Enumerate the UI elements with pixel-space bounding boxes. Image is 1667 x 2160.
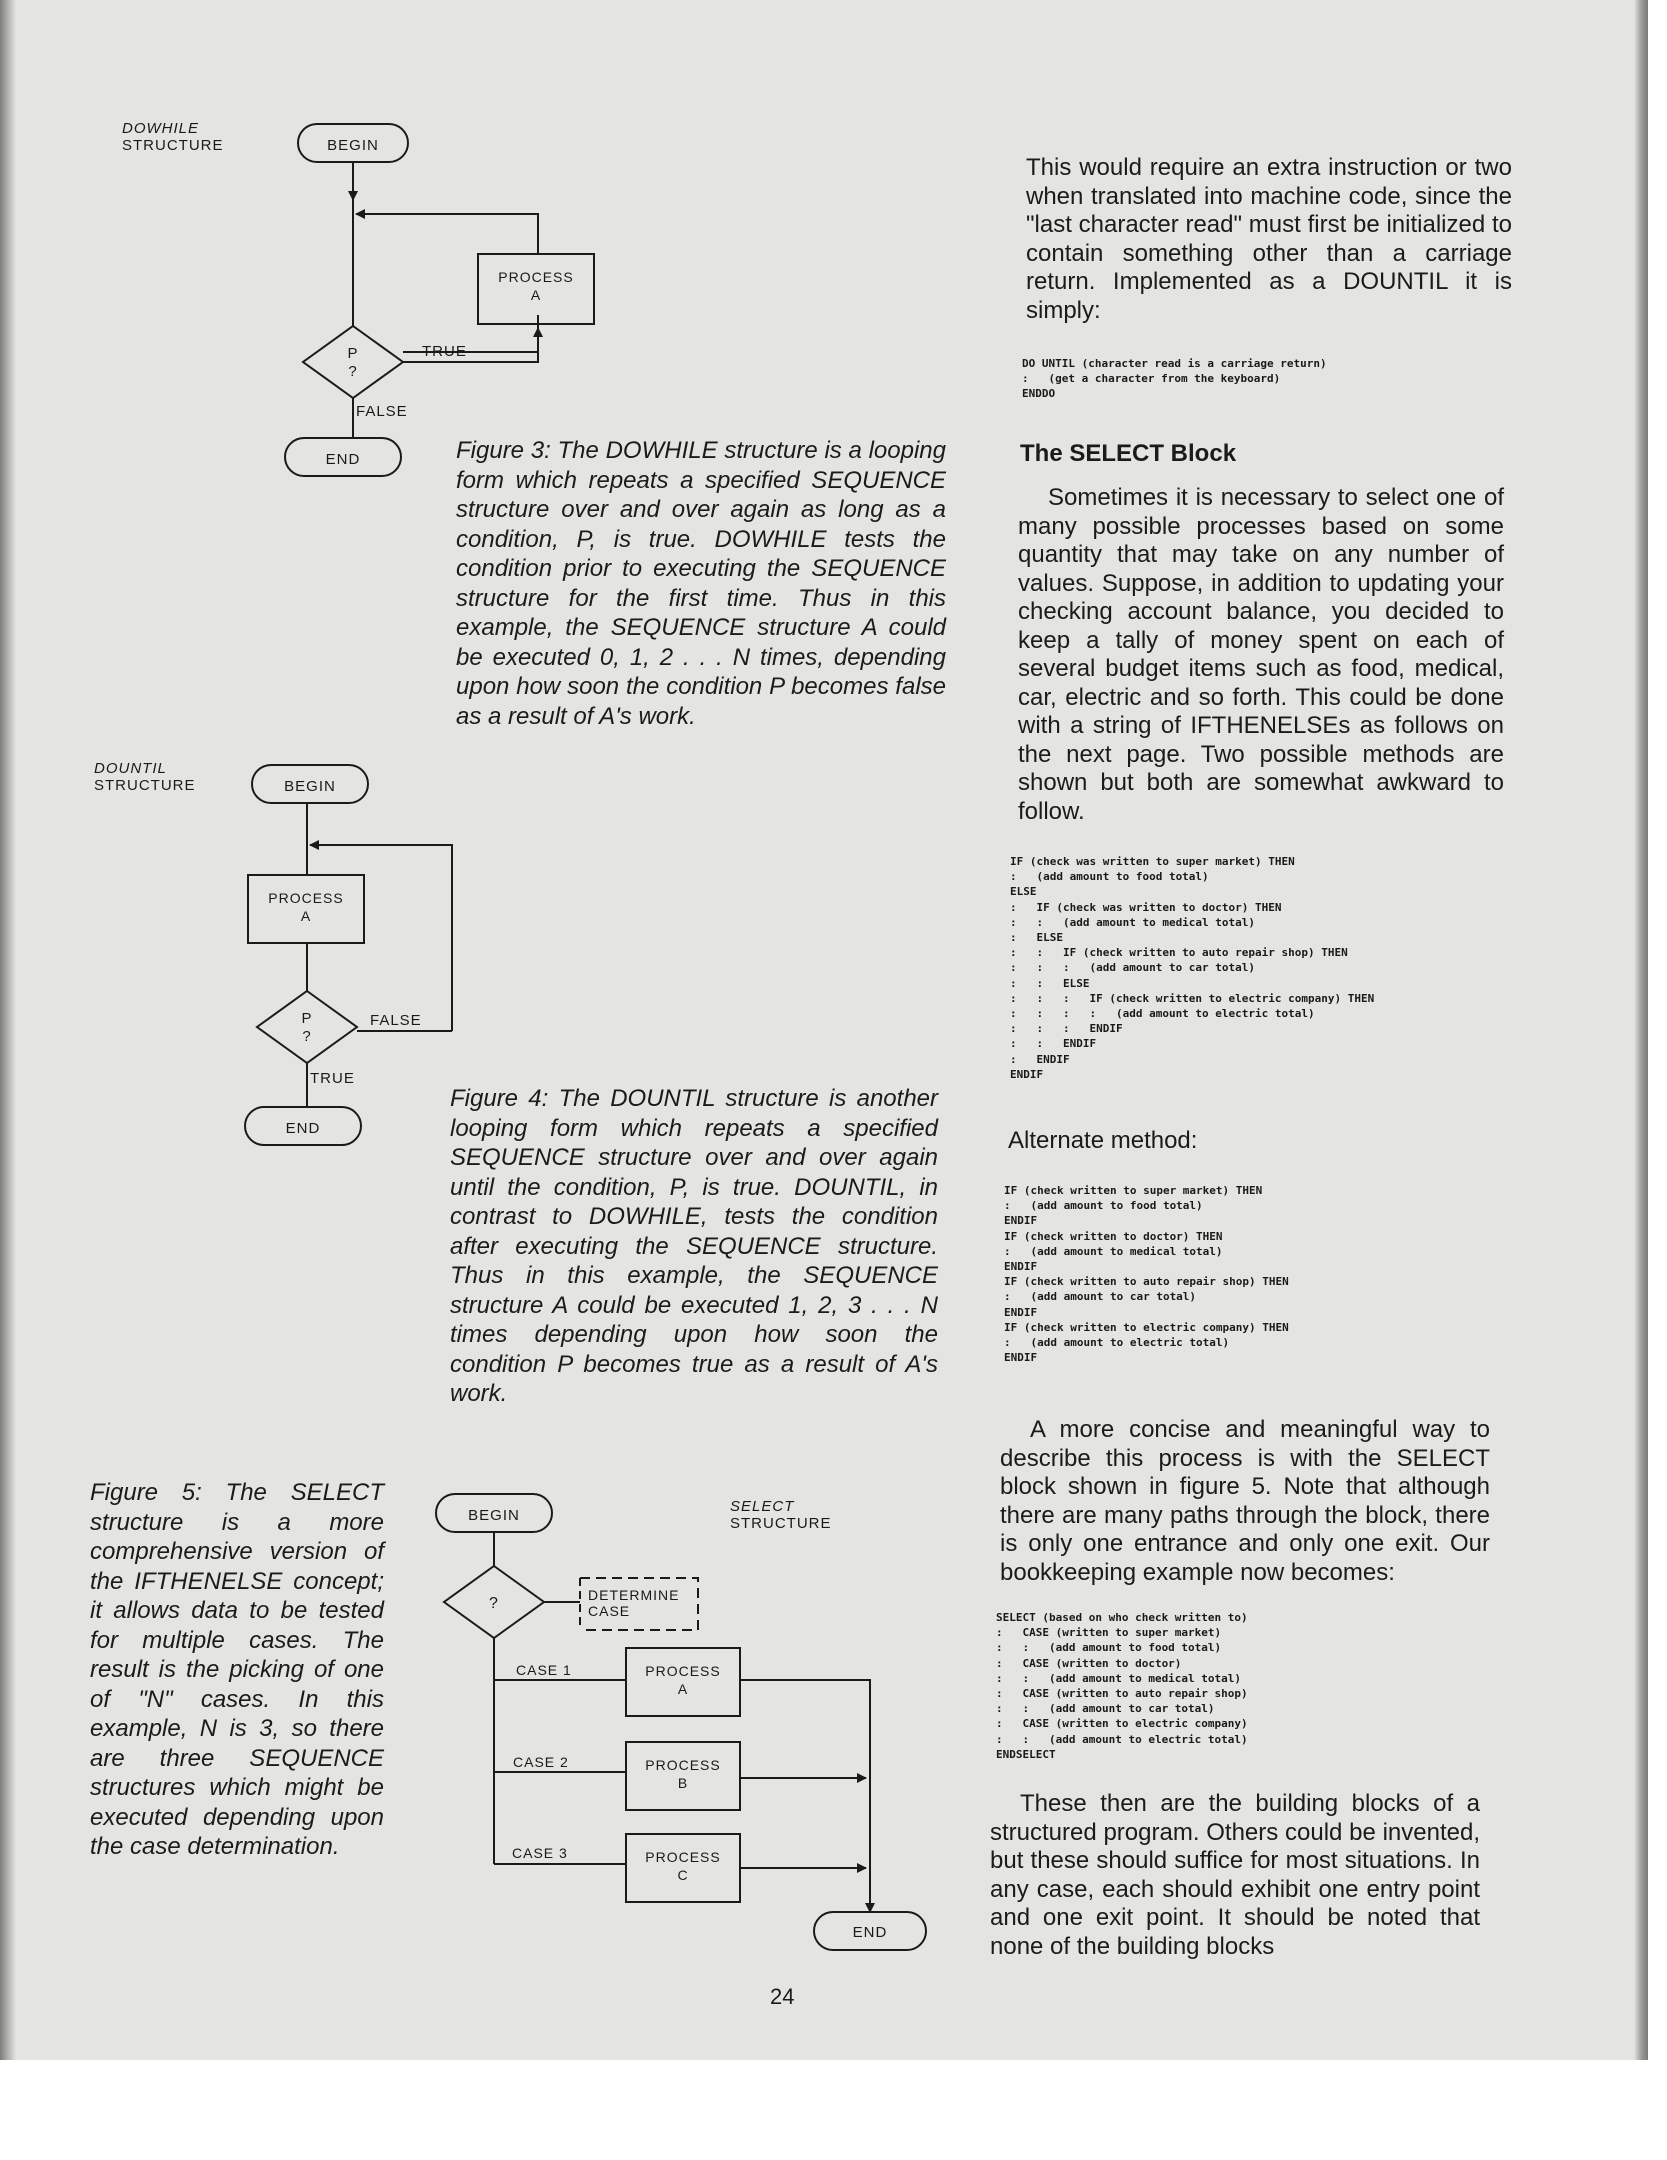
dountil-end-text: END <box>286 1120 321 1137</box>
select-case-2-label: CASE 2 <box>513 1754 569 1770</box>
right-para-2: Sometimes it is necessary to select one … <box>1018 484 1504 825</box>
code-nested-ifthenelse: IF (check was written to super market) T… <box>1010 855 1375 1081</box>
dountil-condition-diamond <box>255 989 359 1065</box>
dountil-flowchart: BEGIN PROCESS A P ? FALSE TRUE END <box>244 764 453 1146</box>
dountil-begin-terminal <box>251 764 369 804</box>
dowhile-flowchart: BEGIN PROCESS A P ? TRUE FALSE END <box>284 123 595 477</box>
alternate-method-label: Alternate method: <box>1008 1127 1198 1154</box>
select-begin-text: BEGIN <box>468 1507 520 1524</box>
code-select: SELECT (based on who check written to) :… <box>996 1611 1248 1761</box>
dowhile-process-text-1: PROCESS <box>498 269 573 285</box>
select-case-3-label: CASE 3 <box>512 1845 568 1861</box>
select-flowchart: BEGIN ? DETERMINE CASE CASE 1 CASE 2 CAS… <box>435 1493 927 1951</box>
dowhile-end-terminal <box>284 437 402 477</box>
select-condition-text: ? <box>489 1595 499 1612</box>
dowhile-condition-diamond <box>301 324 405 400</box>
dountil-begin-text: BEGIN <box>284 778 336 795</box>
right-para-4: These then are the building blocks of a … <box>990 1790 1480 1960</box>
dowhile-false-label: FALSE <box>356 403 408 420</box>
dowhile-process-text-2: A <box>531 287 541 303</box>
figure4-caption: Figure 4: The DOUNTIL structure is anoth… <box>450 1085 938 1407</box>
page-binding-shadow-right <box>1634 0 1648 2060</box>
select-end-text: END <box>853 1924 888 1941</box>
select-process-a-text-2: A <box>678 1681 688 1697</box>
dowhile-condition-text-2: ? <box>348 363 357 380</box>
dountil-true-label: TRUE <box>310 1070 355 1087</box>
dowhile-begin-text: BEGIN <box>327 137 379 154</box>
dowhile-structure-label: DOWHILE STRUCTURE <box>122 120 224 154</box>
dountil-end-terminal <box>244 1106 362 1146</box>
dountil-condition-text-1: P <box>301 1010 312 1027</box>
select-process-a-box <box>625 1647 741 1717</box>
select-process-b-box <box>625 1741 741 1811</box>
select-end-terminal <box>813 1911 927 1951</box>
select-determine-text-2: CASE <box>588 1603 630 1619</box>
select-label-structure: STRUCTURE <box>730 1515 832 1532</box>
dountil-structure-label: DOUNTIL STRUCTURE <box>94 760 196 794</box>
figure5-caption: Figure 5: The SELECT structure is a more… <box>90 1479 384 1860</box>
dountil-condition-text-2: ? <box>302 1028 311 1045</box>
select-process-b-text-2: B <box>678 1775 688 1791</box>
select-block-heading: The SELECT Block <box>1020 440 1237 467</box>
select-label-title: SELECT <box>730 1498 795 1515</box>
page-number: 24 <box>770 1984 795 2009</box>
page-binding-shadow-left <box>0 0 16 2060</box>
right-para-3: A more concise and meaningful way to des… <box>1000 1416 1490 1586</box>
dowhile-label-title: DOWHILE <box>122 120 200 137</box>
dowhile-label-structure: STRUCTURE <box>122 137 224 154</box>
select-case-1-label: CASE 1 <box>516 1662 572 1678</box>
dountil-false-label: FALSE <box>370 1012 422 1029</box>
dowhile-condition-text-1: P <box>347 345 358 362</box>
select-process-c-text-1: PROCESS <box>645 1849 720 1865</box>
dountil-label-structure: STRUCTURE <box>94 777 196 794</box>
dowhile-process-a-box <box>477 253 595 325</box>
code-dountil: DO UNTIL (character read is a carriage r… <box>1022 357 1327 401</box>
select-process-a-text-1: PROCESS <box>645 1663 720 1679</box>
dountil-process-text-2: A <box>301 908 311 924</box>
dowhile-true-label: TRUE <box>422 343 467 360</box>
select-process-c-text-2: C <box>677 1867 688 1883</box>
select-structure-label: SELECT STRUCTURE <box>730 1498 832 1532</box>
dountil-process-text-1: PROCESS <box>268 890 343 906</box>
magazine-page: DOWHILE STRUCTURE BEGIN PROCESS A P ? <box>0 0 1648 2060</box>
code-alternate-method: IF (check written to super market) THEN … <box>1004 1184 1289 1365</box>
right-para-1: This would require an extra instruction … <box>1026 154 1512 324</box>
select-process-b-text-1: PROCESS <box>645 1757 720 1773</box>
dowhile-end-text: END <box>326 451 361 468</box>
dountil-label-title: DOUNTIL <box>94 760 167 777</box>
select-determine-text-1: DETERMINE <box>588 1587 679 1603</box>
figure3-caption: Figure 3: The DOWHILE structure is a loo… <box>456 437 946 730</box>
